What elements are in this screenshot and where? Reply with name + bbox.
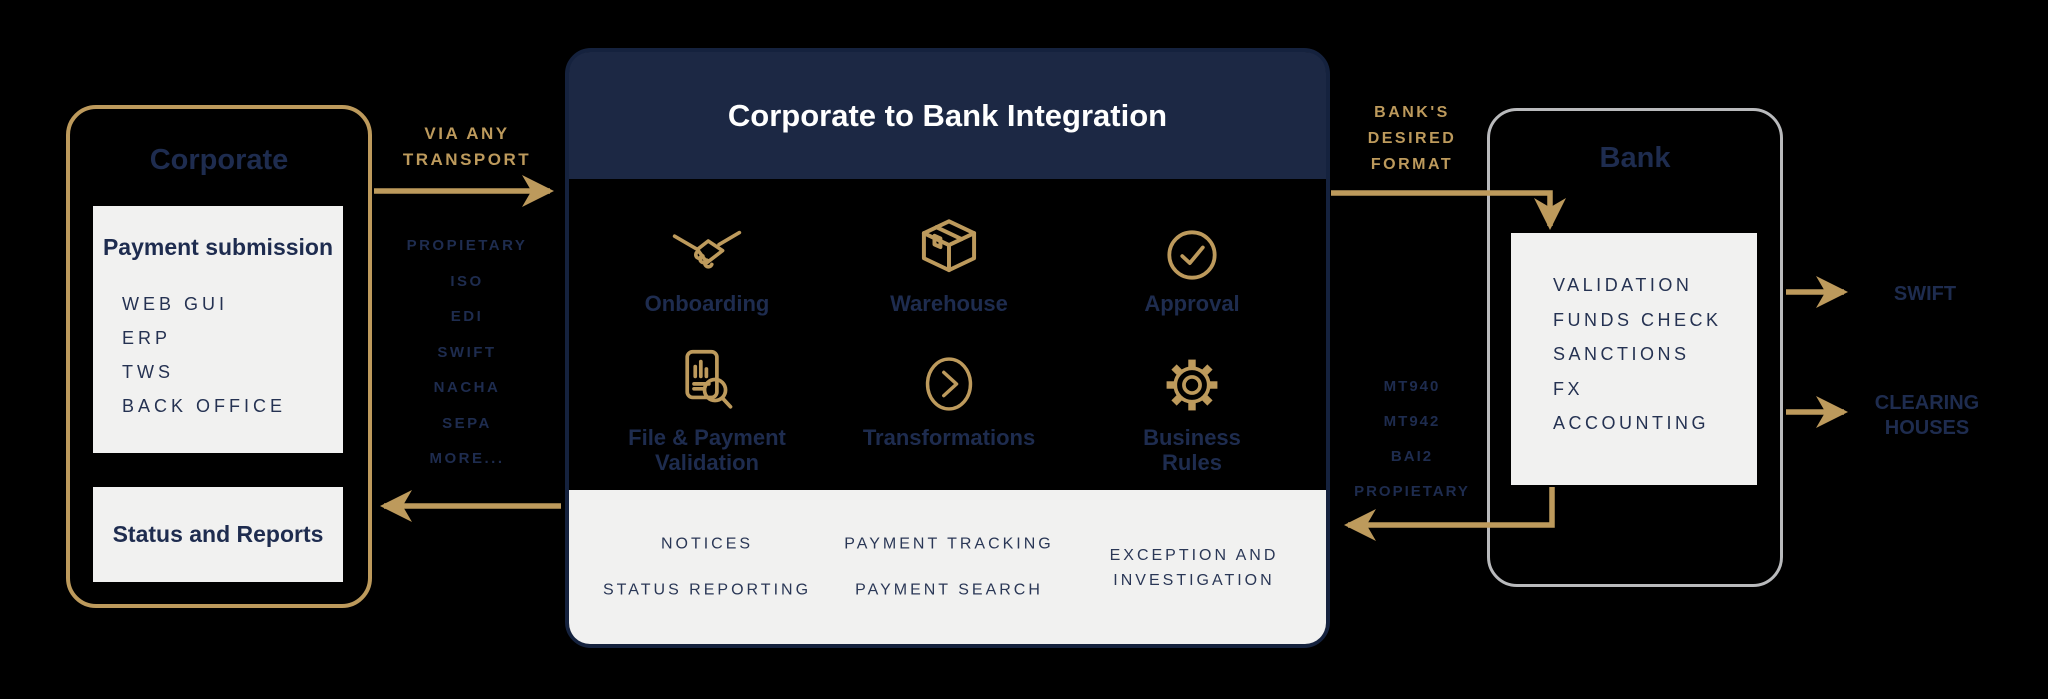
bank-title: Bank <box>1599 142 1671 174</box>
feature-label: Approval <box>1144 291 1240 316</box>
payment-channel-item: ERP <box>122 328 172 348</box>
return-format-item: PROPIETARY <box>1354 483 1470 500</box>
feature-label: Transformations <box>862 425 1036 450</box>
feature-warehouse: Warehouse <box>839 210 1059 316</box>
feature-transformations: Transformations <box>834 344 1064 450</box>
document-magnifier-icon <box>676 344 738 416</box>
bank-functions-panel: VALIDATION FUNDS CHECK SANCTIONS FX ACCO… <box>1511 233 1757 485</box>
corporate-title: Corporate <box>149 144 289 176</box>
payment-submission-list: WEB GUI ERP TWS BACK OFFICE <box>122 287 343 423</box>
banks-desired-format-label: BANK'S DESIRED FORMAT <box>1367 104 1457 173</box>
return-format-item: MT942 <box>1383 413 1441 430</box>
transport-formats-list: PROPIETARY ISO EDI SWIFT NACHA SEPA MORE… <box>367 228 567 477</box>
feature-approval: Approval <box>1082 210 1302 316</box>
feature-onboarding: Onboarding <box>597 210 817 316</box>
feature-business-rules: Business Rules <box>1127 344 1257 475</box>
service-exception-investigation: EXCEPTION AND INVESTIGATION <box>1109 547 1279 589</box>
payment-channel-item: BACK OFFICE <box>122 396 287 416</box>
transport-format-item: MORE... <box>429 450 505 467</box>
return-format-item: BAI2 <box>1390 448 1434 465</box>
feature-label: Warehouse <box>890 291 1008 316</box>
integration-box: Corporate to Bank Integration Onboarding <box>565 48 1330 648</box>
bank-box <box>1487 108 1783 587</box>
transport-format-item: ISO <box>450 272 484 290</box>
return-formats-list: MT940 MT942 BAI2 PROPIETARY <box>1338 369 1486 509</box>
service-payment-tracking: PAYMENT TRACKING <box>844 535 1054 553</box>
integration-header: Corporate to Bank Integration <box>569 52 1326 179</box>
integration-title: Corporate to Bank Integration <box>727 97 1168 133</box>
handshake-icon <box>671 210 743 282</box>
package-box-icon <box>916 210 982 282</box>
feature-label: Onboarding <box>644 291 770 316</box>
payment-channel-item: WEB GUI <box>122 294 229 314</box>
status-reports-title: Status and Reports <box>112 521 324 547</box>
service-notices: NOTICES <box>660 535 754 553</box>
return-format-item: MT940 <box>1383 378 1441 395</box>
bank-function-item: SANCTIONS <box>1553 344 1690 364</box>
status-reports-panel: Status and Reports <box>93 487 343 582</box>
payment-submission-title: Payment submission <box>102 234 334 260</box>
transport-format-item: SEPA <box>442 414 492 432</box>
feature-label: File & Payment Validation <box>628 425 786 475</box>
service-payment-search: PAYMENT SEARCH <box>855 581 1043 599</box>
via-any-transport-label: VIA ANY TRANSPORT <box>402 124 532 169</box>
bank-function-item: FX <box>1553 378 1584 399</box>
bank-function-item: VALIDATION <box>1553 275 1693 295</box>
payment-channel-item: TWS <box>122 362 174 382</box>
transport-format-item: NACHA <box>433 379 501 396</box>
payment-submission-panel: Payment submission WEB GUI ERP TWS BACK … <box>93 206 343 453</box>
destination-clearing-houses: CLEARING HOUSES <box>1874 392 1980 439</box>
transport-format-item: PROPIETARY <box>406 237 528 254</box>
bank-function-item: FUNDS CHECK <box>1553 309 1722 330</box>
gear-icon <box>1161 344 1223 416</box>
bank-function-item: ACCOUNTING <box>1553 413 1709 433</box>
service-status-reporting: STATUS REPORTING <box>602 581 812 599</box>
bank-functions-list: VALIDATION FUNDS CHECK SANCTIONS FX ACCO… <box>1553 268 1757 441</box>
transport-format-item: EDI <box>450 308 484 325</box>
check-circle-icon <box>1165 210 1219 282</box>
corporate-box <box>66 105 372 608</box>
transport-format-item: SWIFT <box>437 343 497 361</box>
chevron-circle-icon <box>920 344 978 416</box>
destination-swift: SWIFT <box>1893 283 1957 305</box>
services-panel: NOTICES STATUS REPORTING PAYMENT TRACKIN… <box>569 490 1326 644</box>
feature-label: Business Rules <box>1143 425 1241 475</box>
feature-file-payment-validation: File & Payment Validation <box>612 344 802 475</box>
